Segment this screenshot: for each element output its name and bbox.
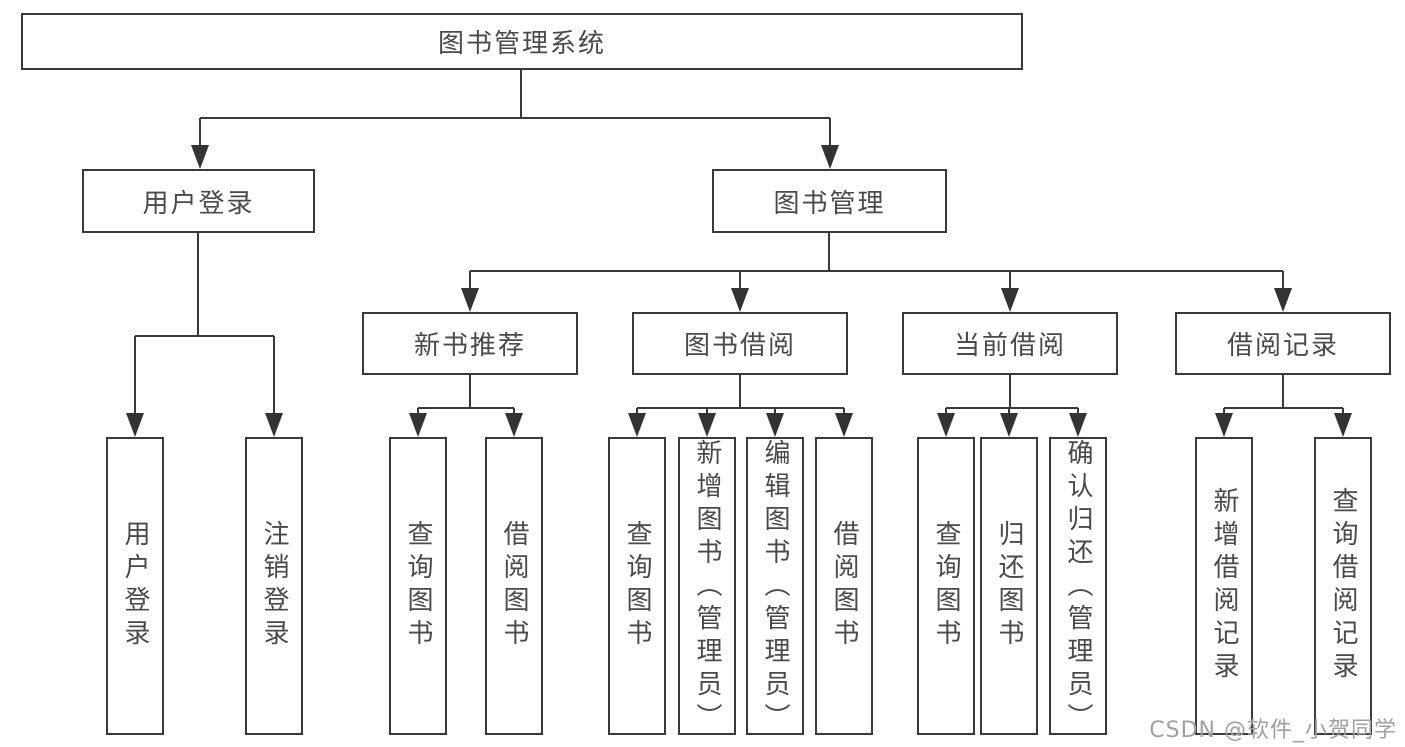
leaf-borrow-books-recommend: 借阅图书 — [485, 437, 543, 735]
leaf-query-borrow-record: 查询借阅记录 — [1314, 437, 1372, 735]
leaf-edit-books-admin: 编辑图书（管理员） — [746, 437, 804, 736]
node-library-management-system: 图书管理系统 — [21, 13, 1023, 70]
node-label: 查询借阅记录 — [1328, 487, 1358, 685]
node-label: 当前借阅 — [953, 331, 1066, 361]
node-book-borrowing: 图书借阅 — [632, 312, 848, 375]
leaf-logout: 注销登录 — [245, 437, 303, 735]
leaf-user-login: 用户登录 — [106, 437, 164, 735]
leaf-confirm-return-admin: 确认归还（管理员） — [1049, 437, 1107, 736]
leaf-return-books: 归还图书 — [980, 437, 1038, 735]
leaf-query-books-current: 查询图书 — [917, 437, 975, 735]
node-book-management: 图书管理 — [712, 169, 947, 233]
node-label: 确认归还（管理员） — [1063, 439, 1093, 736]
leaf-add-borrow-record: 新增借阅记录 — [1195, 437, 1253, 735]
leaf-query-books-recommend: 查询图书 — [389, 437, 447, 735]
node-label: 新增图书（管理员） — [692, 439, 722, 736]
node-label: 编辑图书（管理员） — [760, 439, 790, 736]
node-label: 用户登录 — [120, 520, 150, 652]
node-user-login: 用户登录 — [82, 169, 315, 233]
node-label: 图书管理系统 — [437, 29, 606, 59]
node-label: 查询图书 — [403, 520, 433, 652]
node-label: 新书推荐 — [413, 331, 526, 361]
node-new-book-recommendation: 新书推荐 — [362, 312, 578, 375]
node-label: 注销登录 — [259, 520, 289, 652]
node-label: 新增借阅记录 — [1209, 487, 1239, 685]
node-label: 用户登录 — [142, 188, 255, 219]
leaf-borrow-books: 借阅图书 — [815, 437, 873, 735]
arrowheads — [126, 145, 1352, 437]
node-label: 归还图书 — [994, 520, 1024, 652]
node-label: 借阅图书 — [499, 520, 529, 652]
node-label: 借阅图书 — [829, 520, 859, 652]
leaf-add-books-admin: 新增图书（管理员） — [678, 437, 736, 736]
node-borrowing-records: 借阅记录 — [1175, 312, 1391, 375]
leaf-query-books-borrow: 查询图书 — [608, 437, 666, 735]
node-label: 查询图书 — [931, 520, 961, 652]
node-current-borrowing: 当前借阅 — [902, 312, 1118, 375]
node-label: 查询图书 — [622, 520, 652, 652]
tree-edges — [134, 70, 1344, 433]
watermark-text: CSDN @软件_小贺同学 — [1149, 718, 1397, 743]
node-label: 图书借阅 — [683, 331, 796, 361]
node-label: 借阅记录 — [1226, 331, 1339, 361]
node-label: 图书管理 — [773, 188, 886, 219]
